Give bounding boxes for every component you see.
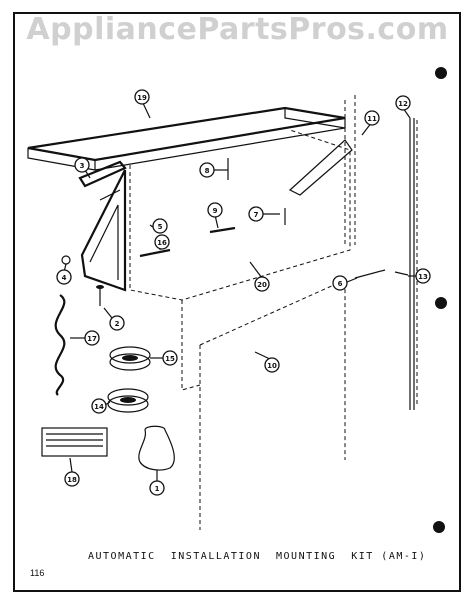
callout-1: 1 bbox=[149, 470, 165, 496]
hardware-bag bbox=[138, 425, 175, 471]
svg-text:6: 6 bbox=[338, 280, 343, 288]
binder-hole-bottom bbox=[433, 521, 445, 533]
cabinet-sleeve bbox=[129, 95, 356, 530]
diagram-caption: AUTOMATIC INSTALLATION MOUNTING KIT (AM-… bbox=[88, 551, 427, 562]
callout-7: 7 bbox=[248, 206, 280, 222]
callout-20: 20 bbox=[249, 261, 270, 292]
top-frame-rail bbox=[27, 106, 346, 171]
callout-4: 4 bbox=[56, 263, 72, 285]
diagonal-strut bbox=[288, 139, 353, 196]
callout-19: 19 bbox=[134, 89, 151, 119]
svg-text:10: 10 bbox=[267, 362, 277, 370]
callout-16: 16 bbox=[154, 234, 170, 250]
clip-9 bbox=[209, 226, 236, 234]
binder-hole-middle bbox=[435, 297, 447, 309]
nut-13 bbox=[394, 271, 409, 276]
svg-text:9: 9 bbox=[213, 207, 218, 215]
svg-text:14: 14 bbox=[94, 403, 104, 411]
callout-8: 8 bbox=[199, 162, 228, 178]
side-bracket bbox=[78, 160, 127, 292]
gasket-strip bbox=[54, 294, 66, 396]
callout-labels: 19 11 12 3 8 9 7 5 16 4 20 6 13 2 17 15 … bbox=[56, 89, 431, 496]
svg-text:13: 13 bbox=[418, 273, 428, 281]
callout-3: 3 bbox=[74, 157, 91, 179]
callout-18: 18 bbox=[64, 457, 80, 487]
washer-part bbox=[61, 255, 71, 265]
callout-17: 17 bbox=[70, 330, 100, 346]
svg-text:17: 17 bbox=[87, 335, 97, 343]
svg-text:12: 12 bbox=[398, 100, 408, 108]
callout-2: 2 bbox=[103, 307, 125, 331]
bracket-16 bbox=[139, 248, 171, 258]
callout-10: 10 bbox=[254, 351, 280, 373]
callout-9: 9 bbox=[207, 202, 223, 229]
watermark-logo: AppliancePartsPros.com bbox=[26, 12, 449, 47]
svg-text:4: 4 bbox=[62, 274, 67, 282]
svg-text:19: 19 bbox=[137, 94, 147, 102]
callout-6: 6 bbox=[332, 275, 358, 291]
vertical-bar bbox=[409, 118, 418, 410]
svg-text:16: 16 bbox=[157, 239, 167, 247]
callout-14: 14 bbox=[91, 398, 111, 414]
tape-roll-14 bbox=[107, 388, 149, 413]
svg-text:15: 15 bbox=[165, 355, 175, 363]
diagram-page bbox=[13, 12, 461, 592]
svg-text:18: 18 bbox=[67, 476, 77, 484]
svg-text:11: 11 bbox=[367, 115, 377, 123]
binder-hole-top bbox=[435, 67, 447, 79]
foam-strip bbox=[41, 427, 108, 457]
callout-15: 15 bbox=[150, 350, 178, 366]
svg-text:8: 8 bbox=[205, 167, 210, 175]
svg-text:1: 1 bbox=[155, 485, 160, 493]
svg-text:3: 3 bbox=[80, 162, 85, 170]
callout-13: 13 bbox=[408, 268, 431, 284]
callout-11: 11 bbox=[361, 110, 380, 136]
bolt-6 bbox=[354, 269, 386, 279]
screw-part bbox=[96, 285, 104, 306]
svg-text:2: 2 bbox=[115, 320, 120, 328]
svg-text:7: 7 bbox=[254, 211, 259, 219]
svg-text:5: 5 bbox=[158, 223, 163, 231]
callout-5: 5 bbox=[152, 218, 168, 234]
tape-roll-15 bbox=[109, 346, 151, 371]
svg-text:20: 20 bbox=[257, 281, 267, 289]
page-number: 116 bbox=[30, 568, 45, 578]
callout-12: 12 bbox=[395, 95, 411, 119]
